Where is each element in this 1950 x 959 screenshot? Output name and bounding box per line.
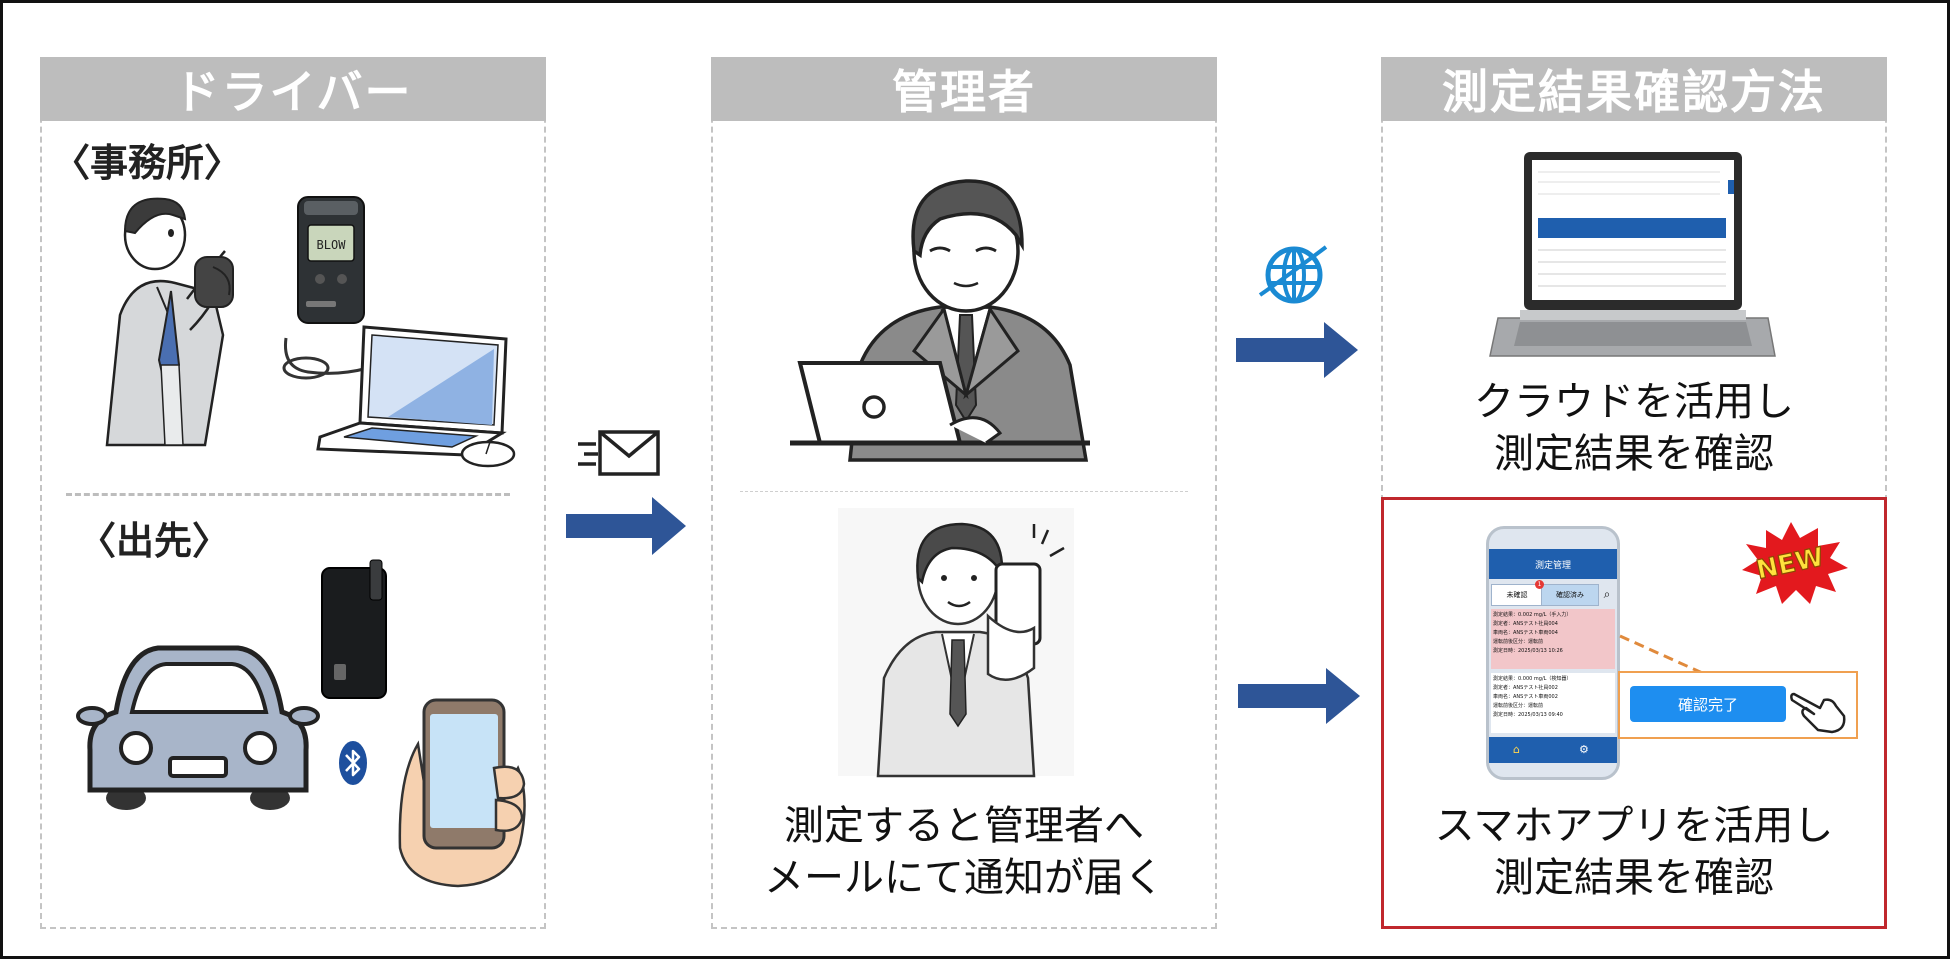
record-2-line: 運転前後区分：運転前 <box>1493 703 1544 709</box>
tab-confirmed[interactable]: 確認済み <box>1541 584 1599 606</box>
app-bottom-nav: ⌂ ⚙ <box>1489 737 1617 763</box>
record-2[interactable]: 測定結果：0.000 mg/L（検知器） 測定者：ANSテスト社員002 車両名… <box>1491 673 1615 733</box>
manager-phone-illustration <box>838 508 1074 778</box>
app-title-bar: 測定管理 <box>1489 549 1617 579</box>
app-caption-line2: 測定結果を確認 <box>1494 855 1774 901</box>
manager-divider <box>740 491 1188 492</box>
app-phone-mockup: 測定管理 未確認 確認済み 1 ⌕ 測定結果：0.002 mg/L（手入力） 測… <box>1486 526 1620 780</box>
portable-detector <box>321 559 387 699</box>
bluetooth-icon <box>339 741 367 785</box>
outside-label: 〈出先〉 <box>78 519 231 563</box>
unconfirmed-badge: 1 <box>1535 580 1544 589</box>
pointing-hand-icon <box>1790 692 1846 734</box>
globe-icon <box>1258 245 1328 304</box>
record-1-line: 車両名：ANSテスト車両004 <box>1493 630 1558 636</box>
record-1-line: 測定日時：2025/03/13 10:26 <box>1493 648 1563 654</box>
manager-laptop-illustration <box>790 179 1090 462</box>
new-badge: NEW <box>1742 522 1848 604</box>
confirm-button[interactable]: 確認完了 <box>1630 686 1786 722</box>
manager-caption: 測定すると管理者へ メールにて通知が届く <box>711 800 1217 904</box>
record-1-line: 測定者：ANSテスト社員004 <box>1493 621 1558 627</box>
cloud-laptop <box>1489 152 1776 357</box>
search-icon[interactable]: ⌕ <box>1603 586 1611 601</box>
settings-icon[interactable]: ⚙ <box>1579 743 1589 756</box>
device-screen-text: BLOW <box>317 238 347 252</box>
record-1-line: 運転前後区分：運転前 <box>1493 639 1544 645</box>
office-label: 〈事務所〉 <box>52 141 243 185</box>
method-header: 測定結果確認方法 <box>1381 57 1887 121</box>
app-caption: スマホアプリを活用し 測定結果を確認 <box>1381 800 1887 904</box>
arrow-to-cloud-icon <box>1236 322 1358 378</box>
manager-header: 管理者 <box>711 57 1217 121</box>
record-2-line: 測定者：ANSテスト社員002 <box>1493 685 1558 691</box>
record-1[interactable]: 測定結果：0.002 mg/L（手入力） 測定者：ANSテスト社員004 車両名… <box>1491 609 1615 669</box>
driver-person-illustration <box>105 197 234 447</box>
cloud-caption-line1: クラウドを活用し <box>1474 379 1794 425</box>
breathalyzer-device: BLOW <box>297 196 365 324</box>
car-illustration <box>76 645 320 810</box>
manager-caption-line2: メールにて通知が届く <box>764 855 1164 901</box>
record-2-line: 車両名：ANSテスト車両002 <box>1493 694 1558 700</box>
arrow-right-icon <box>566 497 686 555</box>
cloud-caption-line2: 測定結果を確認 <box>1494 431 1774 477</box>
home-icon[interactable]: ⌂ <box>1513 743 1520 756</box>
envelope-icon <box>578 430 660 476</box>
hand-smartphone <box>398 698 526 888</box>
record-1-line: 測定結果：0.002 mg/L（手入力） <box>1493 612 1572 618</box>
manager-caption-line1: 測定すると管理者へ <box>784 803 1144 849</box>
cloud-caption: クラウドを活用し 測定結果を確認 <box>1381 376 1887 480</box>
record-2-line: 測定結果：0.000 mg/L（検知器） <box>1493 676 1572 682</box>
driver-divider <box>66 493 510 496</box>
smartphone-app-highlight <box>1381 497 1887 929</box>
record-2-line: 測定日時：2025/03/13 09:40 <box>1493 712 1563 718</box>
driver-header: ドライバー <box>40 57 546 121</box>
app-caption-line1: スマホアプリを活用し <box>1434 803 1834 849</box>
arrow-to-app-icon <box>1238 668 1360 724</box>
office-mouse <box>460 440 516 468</box>
